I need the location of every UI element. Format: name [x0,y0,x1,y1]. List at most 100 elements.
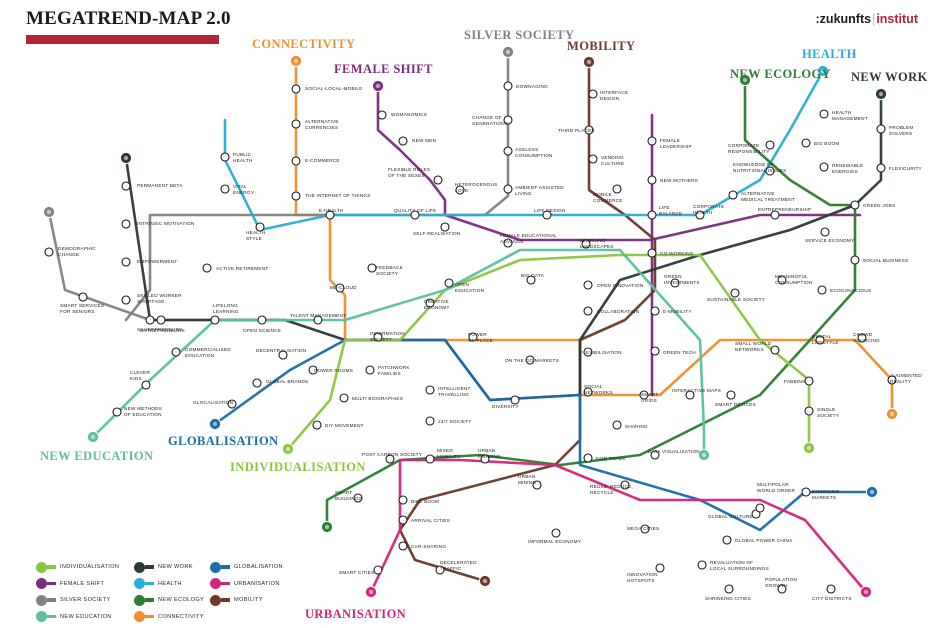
station-node[interactable] [581,239,591,249]
station-node[interactable] [777,584,787,594]
station-node[interactable] [398,515,408,525]
station-node[interactable] [312,420,322,430]
station-node[interactable] [480,454,490,464]
megatrend-label-connectivity[interactable]: CONNECTIVITY [252,37,356,51]
new-work-line[interactable] [124,92,883,402]
station-node[interactable] [815,335,825,345]
station-node[interactable] [353,493,363,503]
station-node[interactable] [385,454,395,464]
megatrend-label-new-work[interactable]: NEW WORK [851,70,928,84]
new-education-line[interactable] [91,248,706,457]
station-node[interactable] [367,263,377,273]
station-node[interactable] [257,315,267,325]
megatrend-label-mobility[interactable]: MOBILITY [567,39,636,53]
megatrend-label-urbanisation[interactable]: URBANISATION [305,607,407,621]
station-node[interactable] [455,185,465,195]
station-node[interactable] [425,416,435,426]
globalisation-line[interactable] [213,338,874,532]
station-node[interactable] [722,535,732,545]
station-node[interactable] [640,524,650,534]
station-node[interactable] [291,84,301,94]
station-node[interactable] [335,283,345,293]
station-node[interactable] [583,306,593,316]
legend-item-urbanisation[interactable]: URBANISATION [210,577,283,591]
station-node[interactable] [583,347,593,357]
station-node[interactable] [817,285,827,295]
station-node[interactable] [121,257,131,267]
connectivity-line[interactable] [294,59,894,416]
station-node[interactable] [612,420,622,430]
station-node[interactable] [584,125,594,135]
station-node[interactable] [551,528,561,538]
station-node[interactable] [435,565,445,575]
station-node[interactable] [770,345,780,355]
station-node[interactable] [503,81,513,91]
station-node[interactable] [612,184,622,194]
station-node[interactable] [325,210,335,220]
station-node[interactable] [227,399,237,409]
station-node[interactable] [425,385,435,395]
station-node[interactable] [410,210,420,220]
station-node[interactable] [398,541,408,551]
station-node[interactable] [44,247,54,257]
station-node[interactable] [433,175,443,185]
station-node[interactable] [503,184,513,194]
station-node[interactable] [876,163,886,173]
station-node[interactable] [141,380,151,390]
station-node[interactable] [647,248,657,258]
station-node[interactable] [503,115,513,125]
station-node[interactable] [765,140,775,150]
station-node[interactable] [156,315,166,325]
legend-item-mobility[interactable]: MOBILITY [210,593,283,607]
station-node[interactable] [850,255,860,265]
station-node[interactable] [726,390,736,400]
legend-item-new-ecology[interactable]: NEW ECOLOGY [134,593,204,607]
station-node[interactable] [121,181,131,191]
megatrend-label-new-ecology[interactable]: NEW ECOLOGY [730,67,832,81]
station-node[interactable] [542,210,552,220]
station-node[interactable] [291,156,301,166]
female-shift-line[interactable] [376,84,862,242]
station-node[interactable] [510,395,520,405]
station-node[interactable] [887,375,897,385]
station-node[interactable] [202,263,212,273]
megatrend-label-individualisation[interactable]: INDIVIDUALISATION [230,460,366,474]
station-node[interactable] [685,390,695,400]
station-node[interactable] [468,332,478,342]
station-node[interactable] [425,454,435,464]
station-node[interactable] [801,487,811,497]
megatrend-label-silver-society[interactable]: SILVER SOCIETY [464,28,575,42]
station-node[interactable] [121,295,131,305]
station-node[interactable] [440,222,450,232]
station-node[interactable] [647,175,657,185]
station-node[interactable] [526,275,536,285]
legend-item-individualisation[interactable]: INDIVIDUALISATION [36,560,119,574]
station-node[interactable] [121,219,131,229]
station-node[interactable] [639,390,649,400]
station-node[interactable] [697,560,707,570]
station-node[interactable] [588,154,598,164]
megatrend-label-health[interactable]: HEALTH [802,47,857,61]
station-node[interactable] [425,298,435,308]
station-node[interactable] [365,365,375,375]
legend-item-silver-society[interactable]: SILVER SOCIETY [36,593,119,607]
station-node[interactable] [620,480,630,490]
station-node[interactable] [670,278,680,288]
station-node[interactable] [373,565,383,575]
health-line[interactable] [223,69,825,232]
station-node[interactable] [724,584,734,594]
station-node[interactable] [398,136,408,146]
station-node[interactable] [801,138,811,148]
station-node[interactable] [377,110,387,120]
station-node[interactable] [291,191,301,201]
station-node[interactable] [313,315,323,325]
station-node[interactable] [765,166,775,176]
station-node[interactable] [503,238,513,248]
station-node[interactable] [525,355,535,365]
station-node[interactable] [770,210,780,220]
station-node[interactable] [112,407,122,417]
legend-item-new-work[interactable]: NEW WORK [134,560,204,574]
station-node[interactable] [857,333,867,343]
station-node[interactable] [650,450,660,460]
station-node[interactable] [210,315,220,325]
